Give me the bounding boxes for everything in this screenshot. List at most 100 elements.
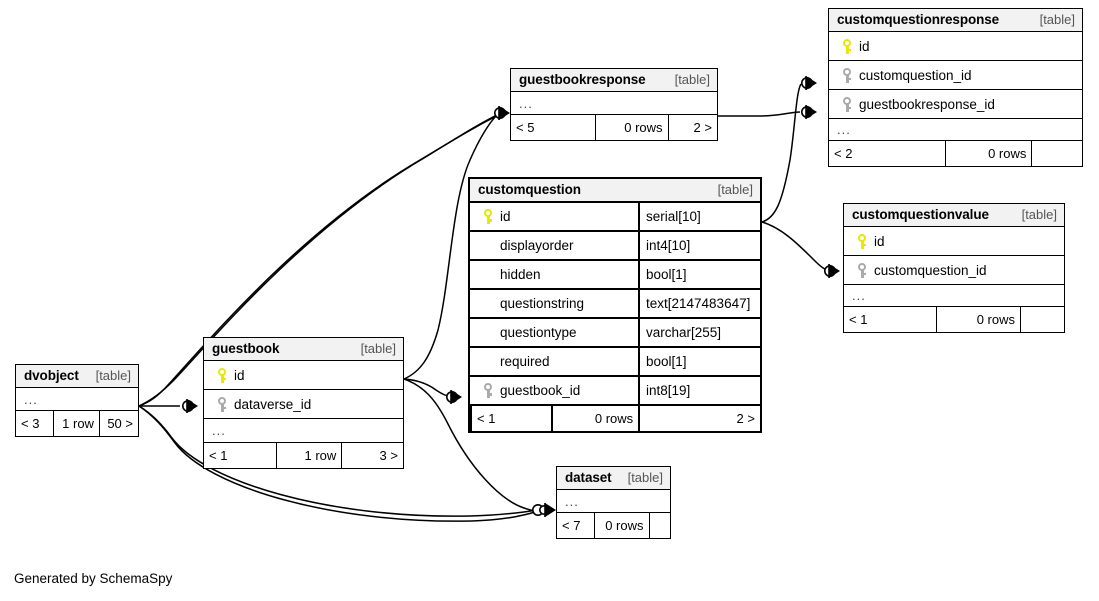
footer-right[interactable]: 2 >: [638, 406, 760, 431]
column-cell: id: [844, 233, 1064, 249]
footer-rowcount: 1 row: [52, 411, 99, 436]
column-name: dataverse_id: [234, 396, 312, 412]
column-name: required: [500, 354, 550, 369]
table-row[interactable]: questiontype varchar[255]: [470, 319, 760, 348]
column-cell: questionstring: [470, 296, 638, 311]
column-cell: required: [470, 354, 638, 369]
table-guestbook[interactable]: guestbook [table] id dataverse_id ... < …: [203, 337, 404, 469]
table-row[interactable]: questionstring text[2147483647]: [470, 290, 760, 319]
footer-right[interactable]: 50 >: [98, 411, 138, 436]
footer-right[interactable]: [1031, 141, 1082, 166]
table-title: customquestion: [478, 182, 581, 197]
generated-by-label: Generated by SchemaSpy: [14, 571, 173, 586]
table-header: customquestionvalue [table]: [844, 204, 1064, 227]
table-header: customquestion [table]: [470, 179, 760, 203]
table-header: customquestionresponse [table]: [829, 9, 1082, 32]
footer-rowcount: 1 row: [275, 443, 342, 468]
column-name: customquestion_id: [859, 67, 972, 83]
column-name: questionstring: [500, 296, 585, 311]
footer-left[interactable]: < 2: [834, 146, 853, 161]
footer-left[interactable]: < 1: [849, 312, 868, 327]
more-columns-row: ...: [511, 92, 717, 115]
column-cell: guestbookresponse_id: [829, 96, 1082, 112]
column-cell: id: [204, 367, 403, 383]
table-footer: < 5 0 rows 2 >: [511, 115, 717, 140]
table-row[interactable]: id serial[10]: [470, 203, 760, 232]
table-title: guestbook: [212, 341, 280, 356]
footer-left[interactable]: < 3: [21, 416, 40, 431]
column-cell: guestbook_id: [470, 383, 638, 398]
column-name: questiontype: [500, 325, 577, 340]
column-cell: id: [829, 38, 1082, 54]
footer-right[interactable]: [648, 513, 670, 538]
table-tag: [table]: [1039, 12, 1075, 27]
footer-right[interactable]: 3 >: [341, 443, 403, 468]
table-row[interactable]: displayorder int4[10]: [470, 232, 760, 261]
table-title: guestbookresponse: [519, 72, 646, 87]
column-type: serial[10]: [638, 203, 760, 230]
column-cell: displayorder: [470, 238, 638, 253]
primary-key-icon: [837, 38, 857, 54]
table-dvobject[interactable]: dvobject [table] ... < 3 1 row 50 >: [15, 364, 139, 437]
column-cell: customquestion_id: [829, 67, 1082, 83]
column-type: text[2147483647]: [638, 290, 760, 317]
primary-key-icon: [212, 367, 232, 383]
column-cell: customquestion_id: [844, 262, 1064, 278]
table-row[interactable]: dataverse_id: [204, 390, 403, 419]
column-cell: id: [470, 209, 638, 224]
column-type: bool[1]: [638, 348, 760, 375]
column-name: customquestion_id: [874, 262, 987, 278]
table-title: dataset: [565, 470, 612, 485]
ellipsis: ...: [24, 391, 38, 407]
ellipsis: ...: [565, 493, 579, 509]
table-header: guestbook [table]: [204, 338, 403, 361]
table-dataset[interactable]: dataset [table] ... < 7 0 rows: [556, 466, 671, 539]
ellipsis: ...: [212, 423, 226, 438]
more-columns-row: ...: [844, 285, 1064, 307]
table-tag: [table]: [717, 182, 753, 197]
table-title: dvobject: [24, 368, 79, 383]
column-name: guestbook_id: [500, 383, 581, 398]
table-header: dvobject [table]: [16, 365, 138, 388]
table-row[interactable]: id: [829, 32, 1082, 61]
table-customquestionvalue[interactable]: customquestionvalue [table] id customque…: [843, 203, 1065, 333]
column-name: hidden: [500, 267, 541, 282]
table-tag: [table]: [1021, 207, 1057, 222]
table-tag: [table]: [627, 470, 663, 485]
more-columns-row: ...: [204, 419, 403, 443]
table-customquestionresponse[interactable]: customquestionresponse [table] id custom…: [828, 8, 1083, 167]
table-footer: < 2 0 rows: [829, 141, 1082, 166]
footer-left[interactable]: < 1: [470, 406, 551, 431]
table-title: customquestionresponse: [837, 12, 1000, 27]
footer-left[interactable]: < 1: [209, 448, 228, 463]
table-guestbookresponse[interactable]: guestbookresponse [table] ... < 5 0 rows…: [510, 68, 718, 141]
column-name: guestbookresponse_id: [859, 96, 995, 112]
table-row[interactable]: guestbookresponse_id: [829, 90, 1082, 119]
footer-right[interactable]: 2 >: [667, 115, 717, 140]
table-row[interactable]: customquestion_id: [844, 256, 1064, 285]
table-row[interactable]: id: [844, 227, 1064, 256]
table-row[interactable]: customquestion_id: [829, 61, 1082, 90]
column-name: id: [859, 38, 870, 54]
table-row[interactable]: required bool[1]: [470, 348, 760, 377]
table-customquestion[interactable]: customquestion [table] id serial[10] dis…: [468, 177, 762, 433]
footer-rowcount: 0 rows: [595, 115, 667, 140]
primary-key-icon: [478, 209, 498, 224]
table-row[interactable]: id: [204, 361, 403, 390]
more-columns-row: ...: [16, 388, 138, 411]
table-row[interactable]: hidden bool[1]: [470, 261, 760, 290]
column-cell: dataverse_id: [204, 396, 403, 412]
ellipsis: ...: [519, 95, 533, 111]
footer-rowcount: 0 rows: [551, 406, 638, 431]
footer-left[interactable]: < 7: [562, 518, 581, 533]
footer-left[interactable]: < 5: [516, 120, 535, 135]
table-footer: < 7 0 rows: [557, 513, 670, 538]
footer-right[interactable]: [1019, 307, 1064, 332]
table-title: customquestionvalue: [852, 207, 989, 222]
column-cell: hidden: [470, 267, 638, 282]
table-row[interactable]: guestbook_id int8[19]: [470, 377, 760, 406]
foreign-key-icon: [478, 383, 498, 398]
column-type: int8[19]: [638, 377, 760, 404]
column-type: bool[1]: [638, 261, 760, 288]
